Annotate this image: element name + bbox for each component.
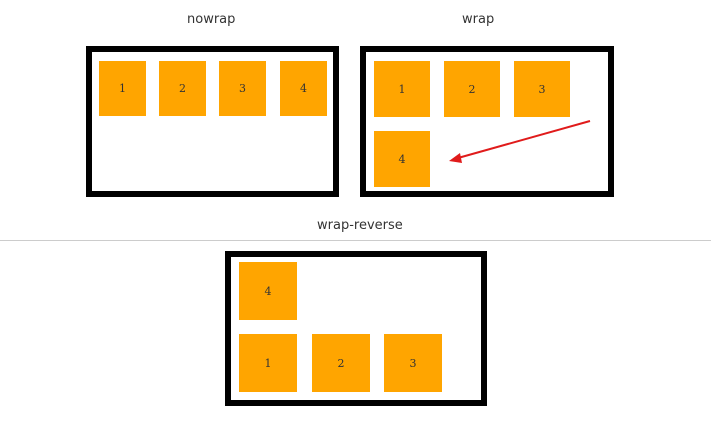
wrap-item-4: 4 [374,131,430,187]
nowrap-title: nowrap [187,12,236,27]
nowrap-item-1: 1 [99,61,146,116]
nowrap-item-4: 4 [280,61,327,116]
wrap-reverse-item-4: 4 [239,262,297,320]
nowrap-item-2: 2 [159,61,206,116]
wrap-item-3: 3 [514,61,570,117]
arrow-head [449,153,462,163]
arrow-shaft [457,120,591,159]
wrap-title: wrap [462,12,495,27]
wrap-container: 1 2 3 4 [360,46,614,197]
nowrap-item-3: 3 [219,61,266,116]
section-divider [0,240,711,241]
wrap-reverse-item-3: 3 [384,334,442,392]
wrap-reverse-item-1: 1 [239,334,297,392]
nowrap-container: 1 2 3 4 [86,46,339,197]
wrap-item-2: 2 [444,61,500,117]
wrap-reverse-item-2: 2 [312,334,370,392]
wrap-item-1: 1 [374,61,430,117]
wrap-reverse-title: wrap-reverse [317,218,403,233]
wrap-reverse-container: 4 1 2 3 [225,251,487,406]
